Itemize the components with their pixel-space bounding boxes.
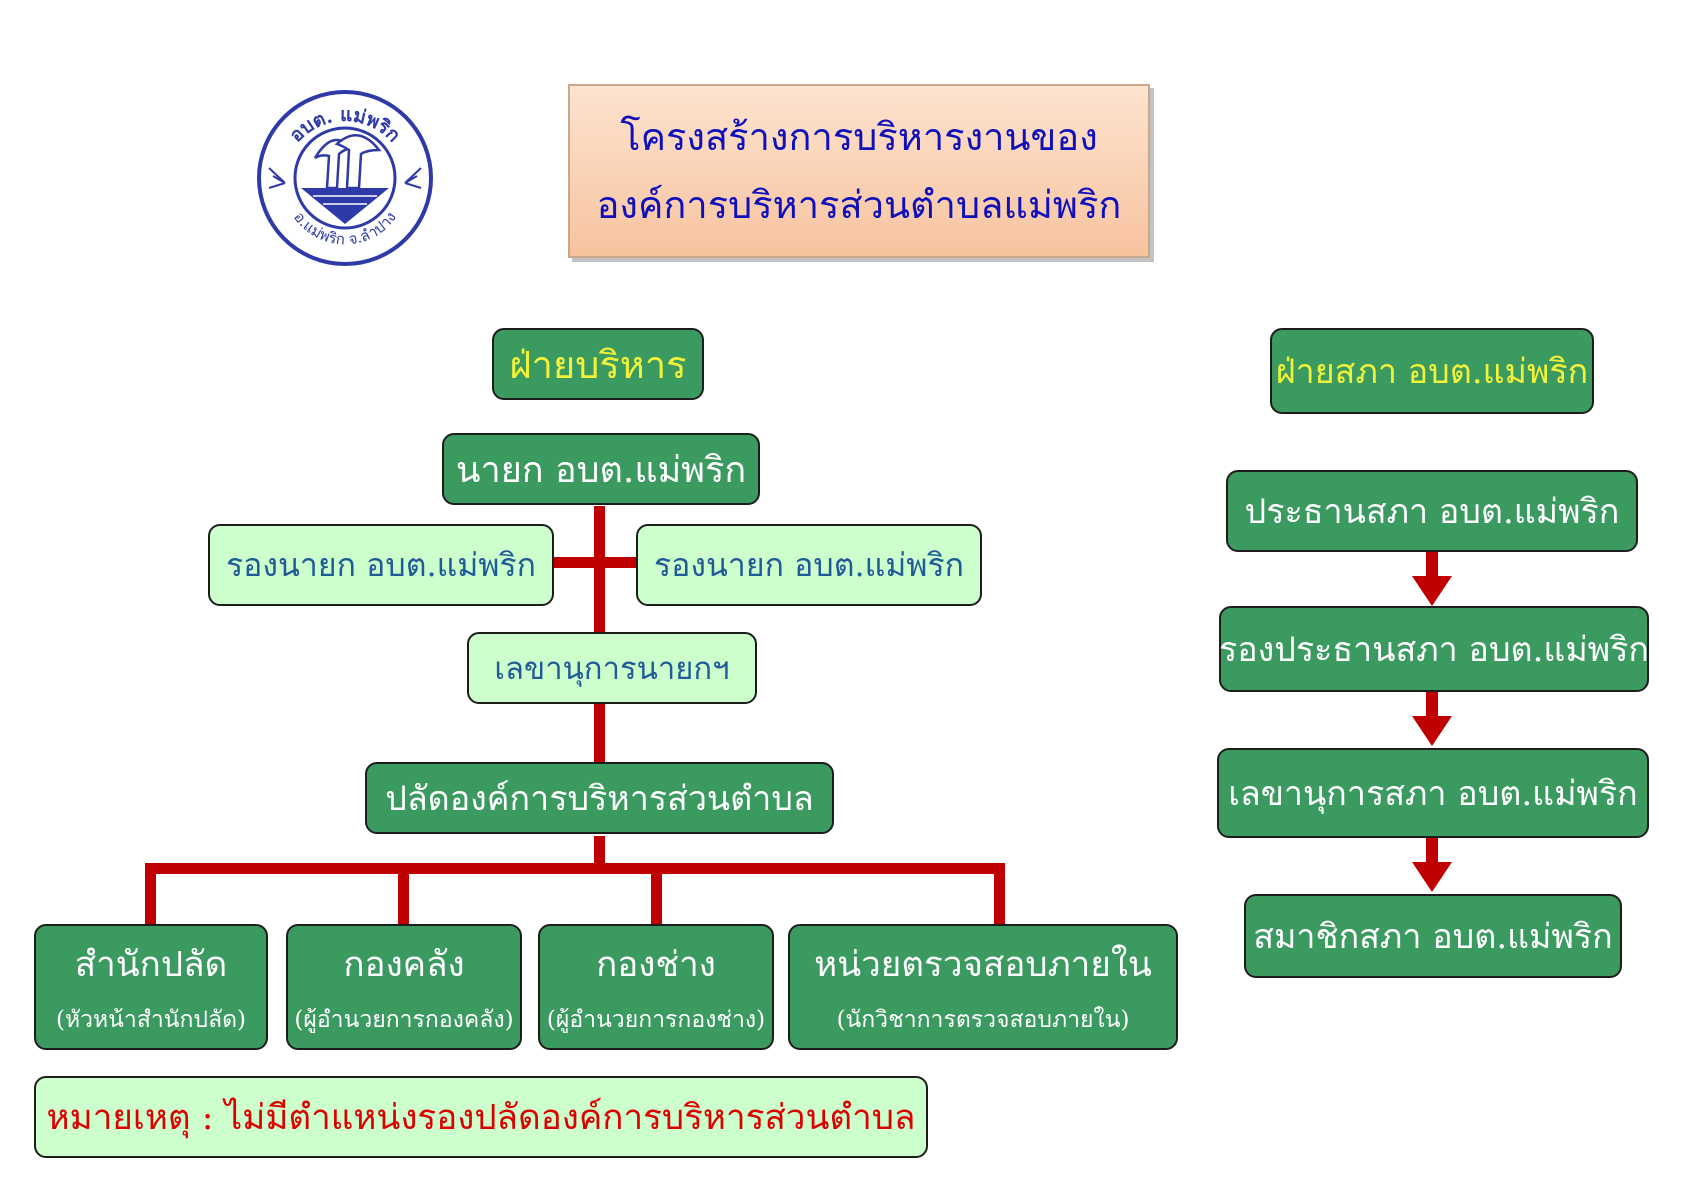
department-finance-box: กองคลัง (ผู้อำนวยการกองคลัง) [286,924,522,1050]
deputy-mayor-left-box: รองนายก อบต.แม่พริก [208,524,554,606]
arrow-vice-chair-to-secretary [1412,692,1452,746]
department-internal-audit-head: (นักวิชาการตรวจสอบภายใน) [836,1006,1130,1033]
department-engineering-head: (ผู้อำนวยการกองช่าง) [546,1006,766,1033]
council-chair-box: ประธานสภา อบต.แม่พริก [1226,470,1638,552]
mayor-box: นายก อบต.แม่พริก [442,433,760,505]
connector-to-departments [594,836,605,868]
connector-dept-3 [651,863,662,927]
council-chair-label: ประธานสภา อบต.แม่พริก [1244,492,1620,532]
department-internal-audit-box: หน่วยตรวจสอบภายใน (นักวิชาการตรวจสอบภายใ… [788,924,1178,1050]
council-secretary-label: เลขานุการสภา อบต.แม่พริก [1228,774,1638,814]
connector-dept-1 [145,863,156,927]
organization-seal-logo: อบต. แม่พริก อ.แม่พริก จ.ลำปาง [257,90,433,266]
note-box: หมายเหตุ : ไม่มีตำแหน่งรองปลัดองค์การบริ… [34,1076,928,1158]
council-vice-chair-box: รองประธานสภา อบต.แม่พริก [1219,606,1649,692]
council-secretary-box: เลขานุการสภา อบต.แม่พริก [1217,748,1649,838]
department-finance-head: (ผู้อำนวยการกองคลัง) [294,1006,514,1033]
council-members-box: สมาชิกสภา อบต.แม่พริก [1244,894,1622,978]
executive-header: ฝ่ายบริหาร [492,328,704,400]
council-header: ฝ่ายสภา อบต.แม่พริก [1270,328,1594,414]
arrow-chair-to-vice-chair [1412,552,1452,606]
council-vice-chair-label: รองประธานสภา อบต.แม่พริก [1219,630,1650,670]
connector-departments-bus [145,863,1005,874]
department-engineering-name: กองช่าง [596,944,716,985]
deputy-mayor-right-label: รองนายก อบต.แม่พริก [653,545,965,584]
connector-deputy-crossbar [552,557,638,568]
note-label: หมายเหตุ : ไม่มีตำแหน่งรองปลัดองค์การบริ… [46,1097,916,1138]
department-internal-audit-name: หน่วยตรวจสอบภายใน [814,944,1152,985]
arrow-secretary-to-members [1412,838,1452,892]
mayor-label: นายก อบต.แม่พริก [455,449,747,491]
department-office-box: สำนักปลัด (หัวหน้าสำนักปลัด) [34,924,268,1050]
title-line-1: โครงสร้างการบริหารงานของ [620,115,1098,159]
executive-header-label: ฝ่ายบริหาร [509,342,687,387]
department-engineering-box: กองช่าง (ผู้อำนวยการกองช่าง) [538,924,774,1050]
council-header-label: ฝ่ายสภา อบต.แม่พริก [1275,352,1589,392]
deputy-mayor-right-box: รองนายก อบต.แม่พริก [636,524,982,606]
department-office-head: (หัวหน้าสำนักปลัด) [55,1006,247,1033]
connector-dept-4 [994,863,1005,927]
department-finance-name: กองคลัง [343,944,465,985]
permanent-secretary-label: ปลัดองค์การบริหารส่วนตำบล [385,779,814,819]
mayor-secretary-label: เลขานุการนายกฯ [494,651,730,687]
title-line-2: องค์การบริหารส่วนตำบลแม่พริก [596,183,1122,227]
department-office-name: สำนักปลัด [74,944,228,985]
permanent-secretary-box: ปลัดองค์การบริหารส่วนตำบล [365,762,834,834]
connector-dept-2 [398,863,409,927]
council-members-label: สมาชิกสภา อบต.แม่พริก [1253,917,1613,957]
deputy-mayor-left-label: รองนายก อบต.แม่พริก [225,545,537,584]
chart-title-box: โครงสร้างการบริหารงานของ องค์การบริหารส่… [568,84,1150,258]
mayor-secretary-box: เลขานุการนายกฯ [467,632,757,704]
